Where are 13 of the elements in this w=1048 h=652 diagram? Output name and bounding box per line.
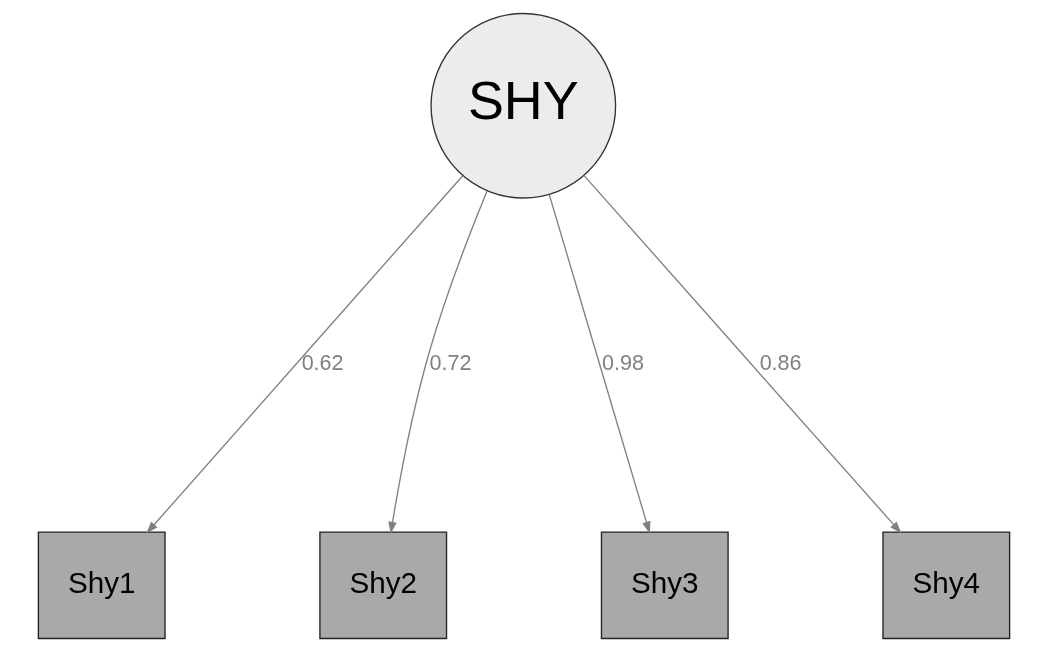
arrow	[548, 193, 651, 534]
edge-label: 0.98	[602, 350, 644, 376]
edge-label: 0.72	[429, 350, 472, 376]
arrow	[583, 174, 902, 534]
edge-label: 0.62	[301, 350, 344, 376]
edge-label: 0.86	[759, 350, 802, 376]
node-box: Shy2	[319, 531, 448, 640]
arrow	[146, 175, 464, 534]
node-box: Shy3	[600, 531, 729, 640]
node-box: Shy1	[37, 531, 166, 640]
node-circle: SHY	[430, 12, 617, 199]
arrow	[388, 190, 488, 534]
node-box: Shy4	[882, 531, 1011, 640]
